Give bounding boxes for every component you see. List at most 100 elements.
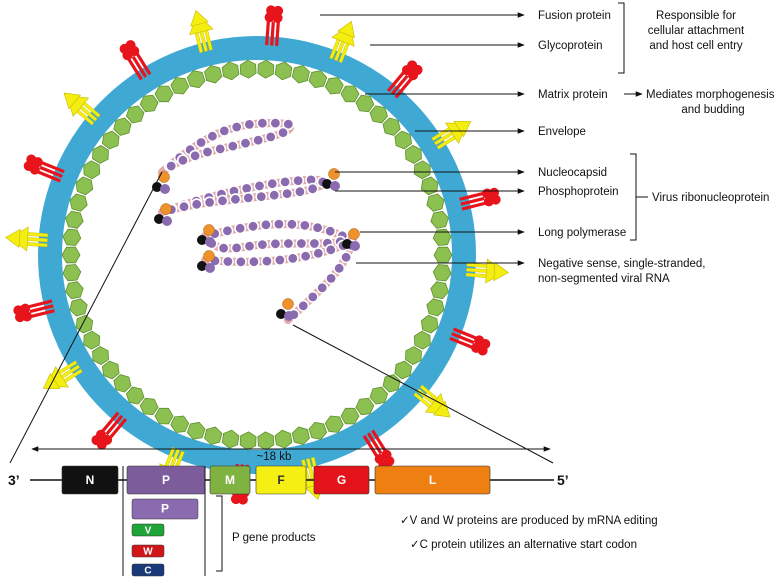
nucleocapsid-bead xyxy=(268,189,281,202)
nucleocapsid-bead xyxy=(256,238,269,251)
gene-label: F xyxy=(277,473,284,487)
gene-label: G xyxy=(337,473,346,487)
genome-length-label: ~18 kb xyxy=(257,451,292,463)
matrix-protein-hexagon xyxy=(355,397,375,416)
nucleocapsid-bead xyxy=(285,218,298,231)
matrix-protein-hexagon xyxy=(221,61,240,81)
matrix-protein-label: Matrix protein xyxy=(538,89,608,101)
nucleocapsid-bead xyxy=(243,118,256,131)
matrix-protein-hexagon xyxy=(239,431,257,451)
matrix-protein-hexagon xyxy=(204,426,223,445)
attachment-note-line-3: and host cell entry xyxy=(649,40,743,52)
matrix-protein-hexagon xyxy=(382,374,401,393)
p-product-p: P xyxy=(131,498,199,520)
polymerase-complex xyxy=(328,168,340,180)
matrix-protein-hexagon xyxy=(125,386,145,405)
nucleocapsid-bead xyxy=(226,140,239,153)
nucleocapsid-bead xyxy=(230,241,243,254)
glycoprotein-label: Glycoprotein xyxy=(538,40,603,52)
matrix-protein-hexagon xyxy=(65,281,84,300)
matrix-protein-hexagon xyxy=(170,415,190,433)
fusion-protein-spike xyxy=(63,92,101,126)
nucleocapsid-bead xyxy=(218,124,231,137)
matrix-protein-hexagon xyxy=(413,160,431,180)
start-codon-note: ✓C protein utilizes an alternative start… xyxy=(410,539,637,551)
polymerase-complex xyxy=(203,224,215,236)
matrix-protein-hexagon xyxy=(204,65,223,84)
matrix-protein-hexagon xyxy=(92,145,109,164)
polymerase-complex xyxy=(197,235,207,245)
nucleocapsid-bead xyxy=(221,255,234,268)
polymerase-complex xyxy=(276,309,286,319)
nucleocapsid-bead xyxy=(266,177,279,190)
phosphoprotein-label: Phosphoprotein xyxy=(538,186,619,198)
matrix-protein-hexagon xyxy=(308,421,328,440)
matrix-protein-hexagon xyxy=(324,415,344,433)
nucleocapsid-bead xyxy=(253,179,266,192)
nucleocapsid-bead xyxy=(195,136,208,149)
phosphoprotein xyxy=(205,237,215,247)
nucleocapsid-bead xyxy=(256,117,269,130)
p-product-label: V xyxy=(145,526,152,537)
matrix-protein-hexagon xyxy=(62,228,82,246)
nucleocapsid-bead xyxy=(281,187,294,200)
matrix-protein-hexagon xyxy=(394,130,413,150)
p-product-v: V xyxy=(131,523,165,537)
matrix-protein-hexagon xyxy=(113,117,132,136)
matrix-protein-hexagon xyxy=(75,176,94,196)
matrix-protein-hexagon xyxy=(257,59,275,79)
matrix-protein-hexagon xyxy=(308,70,328,89)
matrix-protein-hexagon xyxy=(355,94,375,113)
matrix-protein-hexagon xyxy=(432,264,452,282)
nucleocapsid-bead xyxy=(316,281,329,294)
virion xyxy=(5,5,509,505)
nucleocapsid-bead xyxy=(272,218,285,231)
matrix-protein-hexagon xyxy=(430,281,449,300)
nucleocapsid-bead xyxy=(229,193,242,206)
nucleocapsid-bead xyxy=(273,254,286,267)
matrix-protein-hexagon xyxy=(432,228,452,246)
matrix-protein-hexagon xyxy=(221,429,240,449)
virion-interior xyxy=(77,75,437,435)
matrix-protein-hexagon xyxy=(257,431,275,451)
nucleocapsid-bead xyxy=(221,224,234,237)
fusion-protein-spike xyxy=(465,258,509,284)
matrix-protein-hexagon xyxy=(154,407,174,425)
glycoprotein-spike xyxy=(386,60,423,99)
nucleocapsid-bead xyxy=(298,219,311,232)
matrix-protein-hexagon xyxy=(405,145,422,164)
polymerase-complex xyxy=(160,203,172,215)
five-prime-end: 5’ xyxy=(557,472,569,488)
matrix-protein-hexagon xyxy=(62,264,82,282)
matrix-protein-hexagon xyxy=(69,298,88,317)
glycoprotein-spike xyxy=(119,40,152,81)
glycoprotein-spike xyxy=(459,187,501,211)
nucleocapsid-bead xyxy=(269,117,282,130)
annotation-arrows xyxy=(320,2,648,266)
nucleocapsid-bead xyxy=(243,240,256,253)
matrix-protein-hexagon xyxy=(324,77,344,95)
fusion-protein-spike xyxy=(5,226,49,252)
nucleocapsid-bead xyxy=(252,134,265,147)
nucleocapsid-bead xyxy=(165,160,178,173)
nucleocapsid-bead xyxy=(324,225,337,238)
polymerase-complex xyxy=(203,250,215,262)
glycoprotein-spike xyxy=(264,5,284,46)
nucleocapsid-bead xyxy=(242,191,255,204)
phosphoprotein xyxy=(160,184,170,194)
gene-label: P xyxy=(162,473,170,487)
editing-note: ✓V and W proteins are produced by mRNA e… xyxy=(400,515,658,527)
fusion-protein-spike xyxy=(189,9,214,54)
matrix-protein-hexagon xyxy=(382,117,401,136)
matrix-protein-hexagon xyxy=(92,346,109,365)
nucleocapsid-bead xyxy=(239,137,252,150)
matrix-protein-hexagon xyxy=(426,193,445,212)
matrix-protein-hexagon xyxy=(405,346,422,365)
nucleocapsid-bead xyxy=(264,130,277,143)
nucleocapsid-bead xyxy=(178,200,191,213)
envelope-label: Envelope xyxy=(538,126,586,138)
matrix-protein-hexagon xyxy=(139,94,159,113)
matrix-protein-hexagon xyxy=(154,85,174,103)
